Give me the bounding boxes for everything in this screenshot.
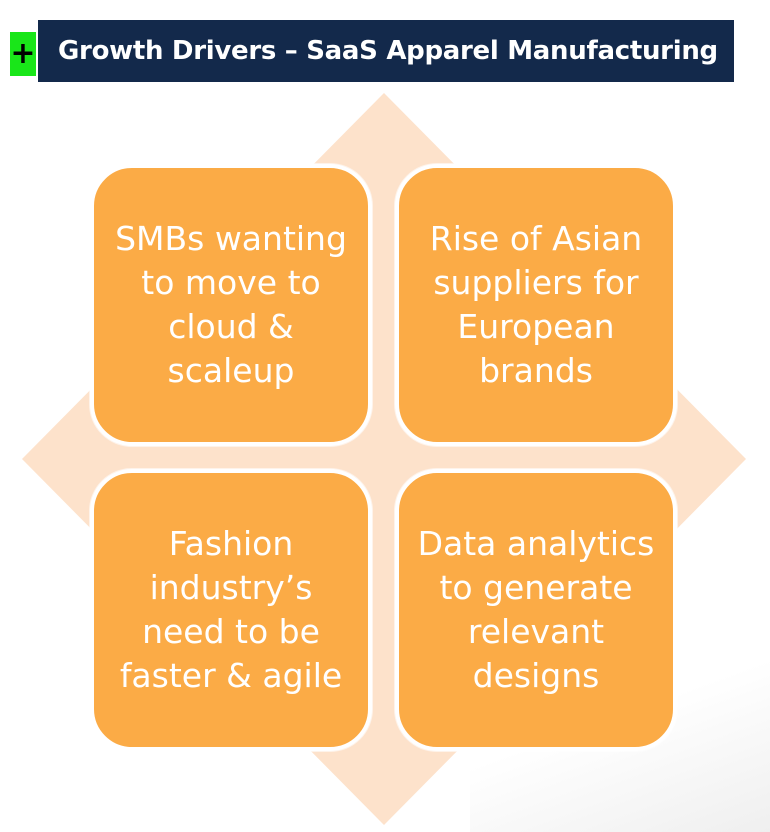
plus-badge: + (10, 32, 36, 76)
driver-box-fashion-agility: Fashion industry’s need to be faster & a… (90, 469, 372, 751)
title-bar: Growth Drivers – SaaS Apparel Manufactur… (38, 20, 734, 82)
driver-box-data-analytics: Data analytics to generate relevant desi… (395, 469, 677, 751)
driver-text: Data analytics to generate relevant desi… (417, 524, 655, 695)
driver-box-asian-suppliers: Rise of Asian suppliers for European bra… (395, 164, 677, 446)
page-title: Growth Drivers – SaaS Apparel Manufactur… (58, 36, 718, 66)
driver-box-smbs-cloud: SMBs wanting to move to cloud & scaleup (90, 164, 372, 446)
driver-text: Fashion industry’s need to be faster & a… (119, 524, 343, 695)
driver-text: SMBs wanting to move to cloud & scaleup (115, 219, 347, 390)
plus-icon: + (10, 36, 36, 71)
driver-text: Rise of Asian suppliers for European bra… (429, 219, 643, 390)
